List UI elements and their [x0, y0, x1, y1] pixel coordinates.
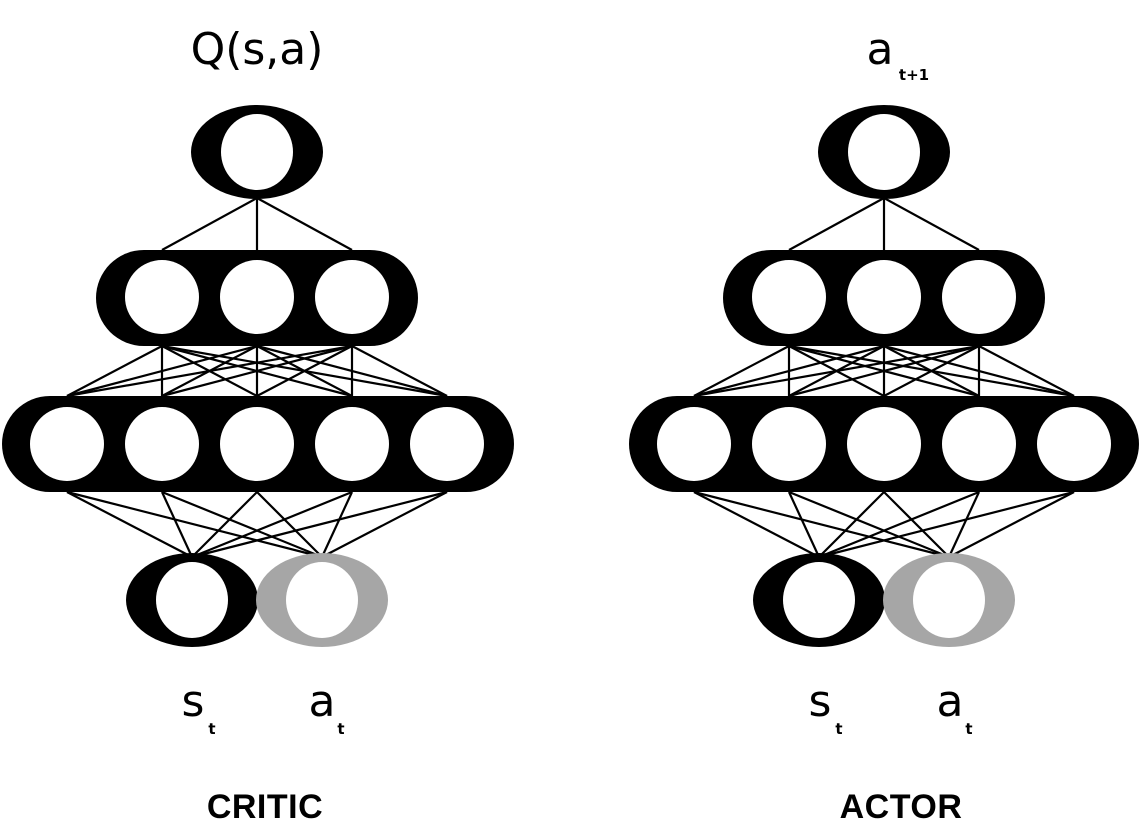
- critic-hidden2-node: [220, 407, 294, 481]
- critic-hidden1-node: [315, 260, 389, 334]
- connection-line: [66, 344, 258, 398]
- critic-hidden-layer-1: [96, 250, 418, 346]
- critic-title: CRITIC: [207, 788, 323, 826]
- critic-input-state-node: [126, 553, 258, 647]
- actor-hidden2-node: [752, 407, 826, 481]
- actor-hidden-layer-2: [629, 396, 1139, 492]
- critic-output-node: [191, 105, 323, 199]
- actor-edges: [693, 197, 1075, 559]
- connection-line: [883, 491, 950, 558]
- actor-hidden2-node: [1037, 407, 1111, 481]
- actor-hidden1-node: [942, 260, 1016, 334]
- critic-hidden-layer-2: [2, 396, 514, 492]
- svg-text:a: a: [937, 676, 964, 727]
- connection-line: [321, 491, 353, 558]
- actor-input-action-node: [883, 553, 1015, 647]
- connection-line: [161, 344, 353, 398]
- actor-hidden2-node: [847, 407, 921, 481]
- connection-line: [321, 491, 448, 558]
- connection-line: [818, 491, 885, 558]
- connection-line: [191, 490, 353, 559]
- actor-hidden2-node: [657, 407, 731, 481]
- actor-input-label-state: s t: [809, 676, 843, 738]
- critic-input-label-action: a t: [309, 676, 345, 738]
- connection-line: [978, 345, 1075, 397]
- connection-line: [693, 345, 790, 397]
- svg-text:t: t: [337, 720, 344, 738]
- critic-output-label: Q(s,a): [191, 24, 324, 75]
- connection-line: [66, 345, 163, 397]
- svg-text:a: a: [867, 24, 894, 75]
- connection-line: [883, 197, 980, 251]
- actor-hidden1-node: [847, 260, 921, 334]
- connection-line: [818, 490, 1075, 559]
- connection-line: [256, 491, 323, 558]
- connection-line: [256, 197, 353, 251]
- svg-text:t: t: [965, 720, 972, 738]
- critic-hidden2-node: [125, 407, 199, 481]
- actor-hidden2-node: [942, 407, 1016, 481]
- connection-line: [818, 490, 980, 559]
- critic-hidden2-node: [30, 407, 104, 481]
- connection-line: [191, 490, 448, 559]
- critic-edges: [66, 197, 448, 559]
- connection-line: [161, 197, 258, 251]
- connection-line: [161, 490, 323, 559]
- connection-line: [693, 490, 950, 559]
- connection-line: [256, 345, 353, 397]
- svg-text:a: a: [309, 676, 336, 727]
- connection-line: [788, 197, 885, 251]
- connection-line: [66, 490, 323, 559]
- svg-text:s: s: [809, 676, 832, 727]
- actor-hidden-layer-1: [723, 250, 1045, 346]
- critic-hidden1-node: [125, 260, 199, 334]
- connection-line: [191, 491, 258, 558]
- svg-text:t: t: [835, 720, 842, 738]
- svg-text:t: t: [208, 720, 215, 738]
- actor-network: a t+1 s t a t ACTOR: [629, 24, 1139, 826]
- svg-text:t+1: t+1: [899, 66, 929, 84]
- connection-line: [161, 491, 193, 558]
- actor-output-node: [818, 105, 950, 199]
- actor-input-label-action: a t: [937, 676, 973, 738]
- critic-input-action-node: [256, 553, 388, 647]
- connection-line: [693, 491, 820, 558]
- connection-line: [351, 345, 448, 397]
- actor-output-label: a t+1: [867, 24, 930, 84]
- critic-network: Q(s,a) s t a t CRITIC: [2, 24, 514, 826]
- connection-line: [693, 344, 885, 398]
- critic-hidden2-node: [315, 407, 389, 481]
- connection-line: [788, 344, 980, 398]
- actor-hidden1-node: [752, 260, 826, 334]
- svg-text:s: s: [182, 676, 205, 727]
- connection-line: [788, 490, 950, 559]
- actor-input-state-node: [753, 553, 885, 647]
- critic-hidden2-node: [410, 407, 484, 481]
- connection-line: [883, 345, 980, 397]
- connection-line: [948, 491, 1075, 558]
- connection-line: [66, 491, 193, 558]
- connection-line: [693, 344, 980, 398]
- connection-line: [66, 344, 353, 398]
- connection-line: [948, 491, 980, 558]
- critic-hidden1-node: [220, 260, 294, 334]
- connection-line: [788, 491, 820, 558]
- actor-title: ACTOR: [840, 788, 963, 826]
- critic-input-label-state: s t: [182, 676, 216, 738]
